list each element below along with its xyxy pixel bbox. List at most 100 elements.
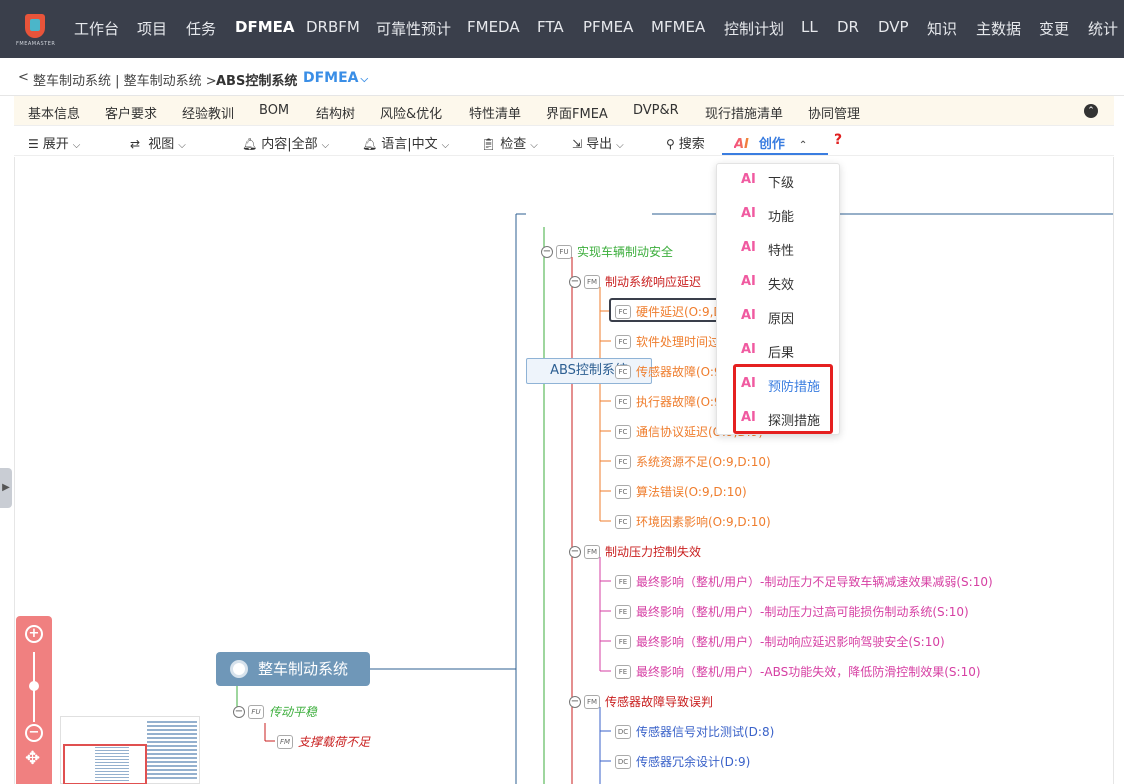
system-node[interactable]: 整车制动系统 [216, 652, 370, 686]
nav-item-change[interactable]: 变更 [1039, 20, 1070, 38]
collapse-toggle-icon[interactable]: − [569, 275, 581, 288]
move-icon[interactable]: ✥ [25, 748, 41, 769]
nav-item-reliability[interactable]: 可靠性预计 [376, 20, 452, 38]
nav-item-dvp[interactable]: DVP [878, 18, 909, 36]
tab-structure-tree[interactable]: 结构树 [316, 107, 356, 122]
tab-interface-fmea[interactable]: 界面FMEA [546, 107, 608, 122]
nav-item-fta[interactable]: FTA [537, 18, 564, 36]
ai-icon: AI [741, 410, 756, 425]
tab-customer-requirements[interactable]: 客户要求 [105, 107, 158, 122]
chevron-down-icon: ⌵ [441, 140, 450, 151]
effect-badge: FE [615, 664, 631, 679]
expand-button[interactable]: ☰展开⌵ [28, 133, 80, 152]
root-node[interactable]: ABS控制系统 [526, 358, 652, 384]
collapse-toggle-icon[interactable]: − [233, 705, 245, 718]
zoom-in-icon[interactable]: + [25, 625, 43, 643]
breadcrumb: < 整车制动系统 | 整车制动系统 > ABS控制系统 DFMEA⌵ [0, 58, 1124, 96]
highlight-annotation-box [733, 364, 833, 434]
minimap-content [147, 721, 197, 781]
nav-item-workbench[interactable]: 工作台 [74, 20, 120, 38]
cause-badge: FC [615, 424, 631, 439]
collapse-toggle-icon[interactable]: − [569, 695, 581, 708]
detection-control-label: 传感器冗余设计(D:9) [636, 755, 751, 769]
effect-badge: FE [615, 574, 631, 589]
chevron-down-icon: ⌵ [72, 140, 81, 151]
nav-item-dfmea[interactable]: DFMEA [235, 18, 295, 36]
nav-item-dr[interactable]: DR [837, 18, 859, 36]
nav-item-statistics[interactable]: 统计 [1088, 20, 1119, 38]
collapse-toggle-icon[interactable]: − [541, 245, 553, 258]
tab-lessons-learned[interactable]: 经验教训 [182, 107, 235, 122]
collapse-toggle-icon[interactable]: − [569, 545, 581, 558]
back-icon[interactable]: < [18, 70, 29, 85]
search-button[interactable]: ⚲搜索 [666, 133, 705, 152]
function-label: 实现车辆制动安全 [577, 245, 674, 259]
nav-item-mfmea[interactable]: MFMEA [651, 18, 706, 36]
minimap-viewport[interactable] [63, 744, 147, 784]
tab-risk-optimization[interactable]: 风险&优化 [380, 107, 443, 122]
nav-item-ll[interactable]: LL [801, 18, 818, 36]
sidebar-expand-handle[interactable]: ▶ [0, 468, 12, 508]
failure-mode-label: 支撑载荷不足 [298, 735, 371, 749]
app-logo[interactable]: FMEAMASTER [16, 12, 55, 48]
zoom-out-icon[interactable]: − [25, 724, 43, 742]
tab-collaboration[interactable]: 协同管理 [808, 107, 861, 122]
nav-item-fmeda[interactable]: FMEDA [467, 18, 520, 36]
collapse-up-icon[interactable]: ⌃ [1084, 104, 1098, 118]
nav-item-master-data[interactable]: 主数据 [976, 20, 1022, 38]
nav-item-task[interactable]: 任务 [186, 20, 217, 38]
tab-bom[interactable]: BOM [259, 103, 290, 118]
check-button[interactable]: 📋︎检查⌵ [481, 133, 538, 152]
function-label: 传动平稳 [269, 705, 318, 719]
language-button[interactable]: 🔔︎语言|中文⌵ [362, 133, 449, 152]
breadcrumb-path[interactable]: 整车制动系统 | 整车制动系统 > [33, 74, 217, 89]
tab-basic-info[interactable]: 基本信息 [28, 107, 81, 122]
help-icon[interactable]: ? [834, 132, 843, 148]
nav-item-knowledge[interactable]: 知识 [927, 20, 958, 38]
tab-characteristics[interactable]: 特性清单 [469, 107, 522, 122]
failure-mode-label: 传感器故障导致误判 [605, 695, 714, 709]
tab-current-measures[interactable]: 现行措施清单 [705, 107, 784, 122]
content-filter-button[interactable]: 🔔︎内容|全部⌵ [242, 133, 329, 152]
minimap[interactable] [60, 716, 200, 784]
view-button[interactable]: ⇄ 视图⌵ [130, 133, 186, 152]
module-selector[interactable]: DFMEA⌵ [303, 70, 368, 86]
zoom-slider-handle[interactable] [29, 681, 39, 691]
nav-item-control-plan[interactable]: 控制计划 [724, 20, 785, 38]
nav-item-drbfm[interactable]: DRBFM [306, 18, 360, 36]
export-button[interactable]: ⇲导出⌵ [572, 133, 624, 152]
menu-item-label: 失效 [768, 278, 795, 293]
nav-item-pfmea[interactable]: PFMEA [583, 18, 634, 36]
tab-dvpr[interactable]: DVP&R [633, 103, 679, 118]
nav-item-project[interactable]: 项目 [137, 20, 168, 38]
